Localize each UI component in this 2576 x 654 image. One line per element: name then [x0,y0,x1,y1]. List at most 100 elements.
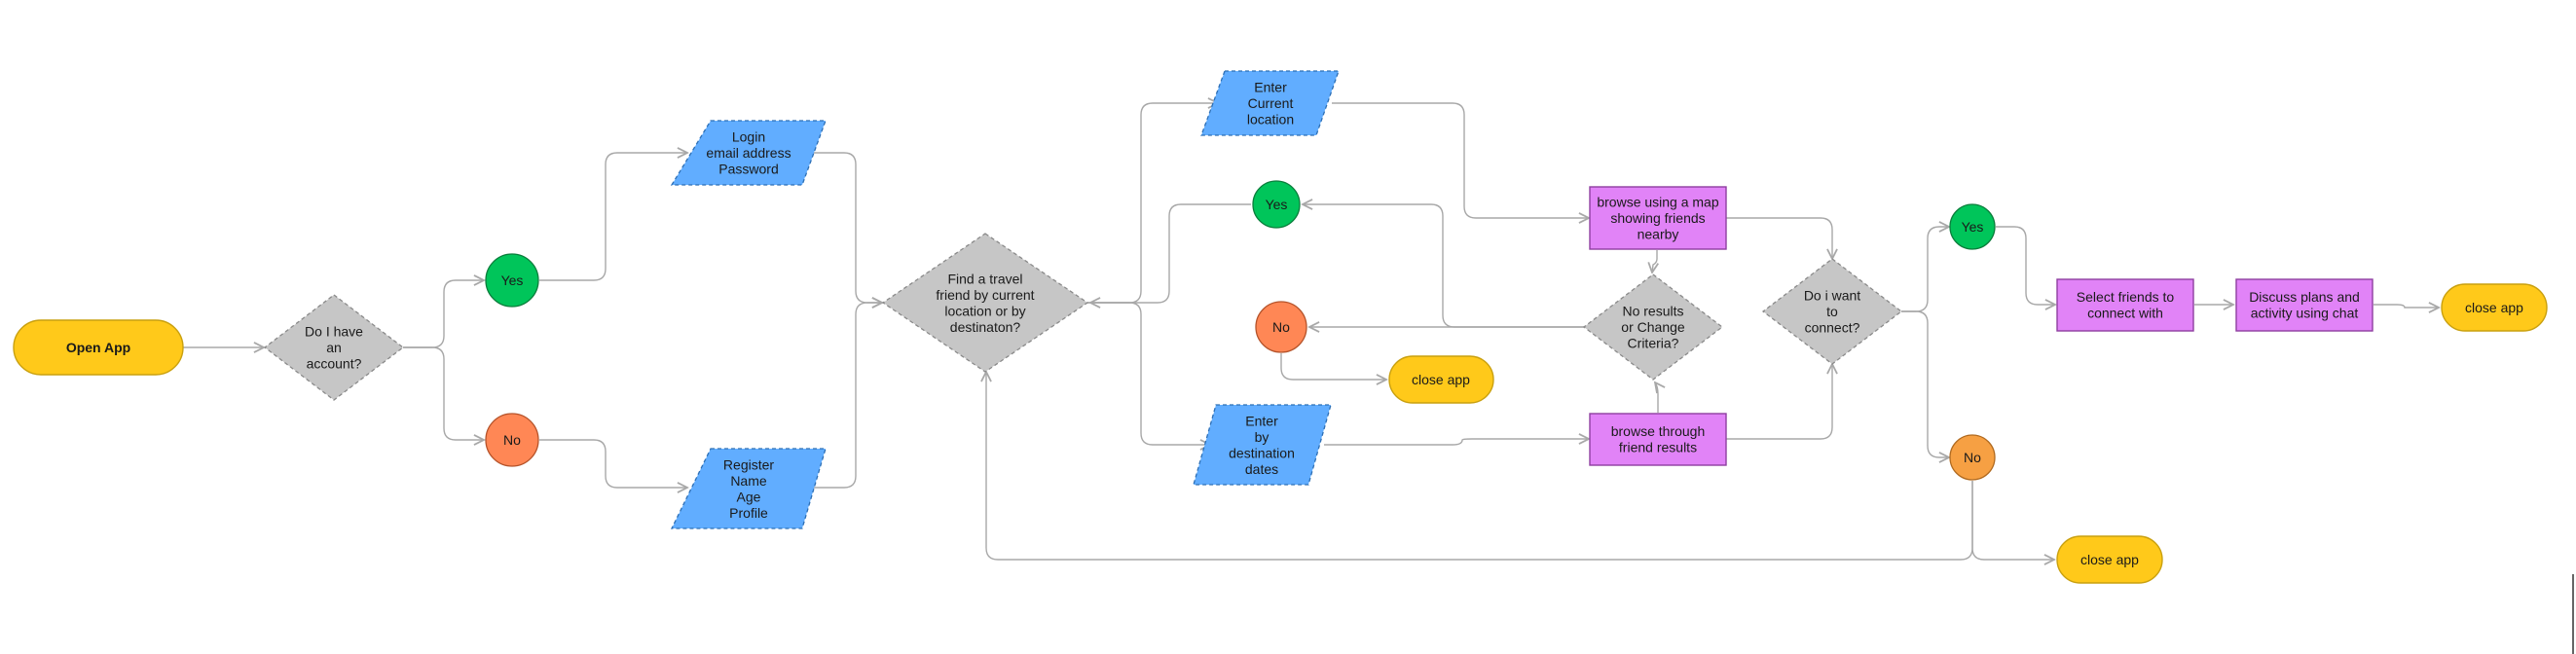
register-line-2: Name [730,473,767,489]
edge-account-to-yes [403,280,484,348]
close-app-terminal-3 [2056,535,2163,584]
close-app-terminal-2 [2441,283,2548,332]
browse-results-line-2: friend results [1619,439,1697,454]
no-account-label: No [503,432,521,448]
discuss-plans-line-2: activity using chat [2251,305,2359,320]
edge-discuss-to-close [2374,305,2439,308]
yes-results-circle [1252,180,1301,229]
want-connect-decision [1761,258,1903,365]
edge-login-to-find [812,152,882,303]
no-results-decision-line-3: Criteria? [1628,336,1679,351]
no-results-decision-line-1: No results [1622,304,1683,319]
edge-yes-to-login [539,153,687,281]
register-line-4: Profile [729,505,768,521]
select-friends-line-1: Select friends to [2077,289,2175,305]
yes-account-label: Yes [501,272,524,288]
have-account-line-1: Do I have [305,324,363,340]
find-friend-line-2: friend by current [936,287,1034,303]
open-app-label: Open App [66,340,130,355]
close-app-label-1: close app [1412,372,1470,387]
connectors [183,103,2439,560]
want-connect-line-3: connect? [1805,320,1860,336]
discuss-plans-process [2235,278,2374,332]
edge-connect-to-yes [1901,227,1949,312]
select-friends-process [2056,278,2194,332]
browse-map-process [1589,186,1727,250]
close-app-3-line-1: close app [2080,552,2139,567]
browse-map-line-2: showing friends [1610,210,1705,226]
register-line-3: Age [737,489,761,504]
no-results-circle [1255,301,1307,353]
find-friend-decision [881,233,1089,373]
find-friend-line-3: location or by [944,303,1025,318]
want-connect-line-1: Do i want [1804,288,1860,304]
edge-connect-to-no [1901,310,1949,457]
no-account-line-1: No [503,432,521,448]
close-app-label-2: close app [2465,300,2523,315]
edge-map-to-noresults [1652,250,1657,272]
have-account-line-3: account? [307,356,362,372]
no-account-circle [485,413,539,467]
enter-location-line-3: location [1247,112,1294,127]
edge-find-to-dates [1087,302,1210,445]
close-app-label-3: close app [2080,552,2139,567]
login-input [670,120,827,186]
enter-dates-line-1: Enter [1245,413,1278,428]
select-friends-line-2: connect with [2087,305,2163,320]
enter-location-input [1200,70,1340,136]
browse-map-line-1: browse using a map [1597,195,1719,210]
login-line-1: Login [732,129,765,145]
edge-browse-to-noresults [1655,382,1658,413]
no-results-circle-line-1: No [1272,319,1290,335]
yes-results-label: Yes [1266,197,1288,212]
yes-account-line-1: Yes [501,272,524,288]
edge-register-to-find [812,303,882,489]
no-connect-line-1: No [1964,450,1981,465]
edge-dates-to-browse [1324,439,1589,446]
edge-location-to-map [1332,102,1589,218]
yes-connect-circle [1949,203,1996,250]
close-app-2-line-1: close app [2465,300,2523,315]
yes-connect-line-1: Yes [1962,219,1984,235]
browse-map-line-3: nearby [1638,227,1679,242]
edge-no-to-register [539,439,687,488]
open-app-terminal [13,319,184,376]
no-results-decision-line-2: or Change [1621,319,1685,335]
enter-dates-line-2: by [1255,429,1270,445]
enter-dates-line-4: dates [1245,461,1278,477]
no-results-circle-label: No [1272,319,1290,335]
login-line-2: email address [706,145,791,161]
no-connect-label: No [1964,450,1981,465]
have-account-decision [263,294,405,401]
enter-dates-input [1193,404,1332,486]
yes-results-line-1: Yes [1266,197,1288,212]
have-account-line-2: an [326,340,342,355]
find-friend-line-1: Find a travel [947,271,1022,286]
edge-find-to-location [1087,103,1218,304]
want-connect-line-2: to [1826,304,1838,319]
register-line-1: Register [723,456,774,472]
close-app-terminal-1 [1388,355,1494,404]
edge-no-to-close-app-3 [1971,481,2054,560]
edge-yes-to-select [1996,226,2055,305]
register-input [670,448,827,529]
edge-no-to-find [986,372,1973,561]
yes-account-circle [485,253,539,308]
enter-location-line-1: Enter [1254,80,1287,95]
no-results-decision [1582,273,1724,381]
enter-dates-line-3: destination [1229,445,1295,460]
no-connect-circle [1949,434,1996,481]
nodes [13,70,2548,584]
